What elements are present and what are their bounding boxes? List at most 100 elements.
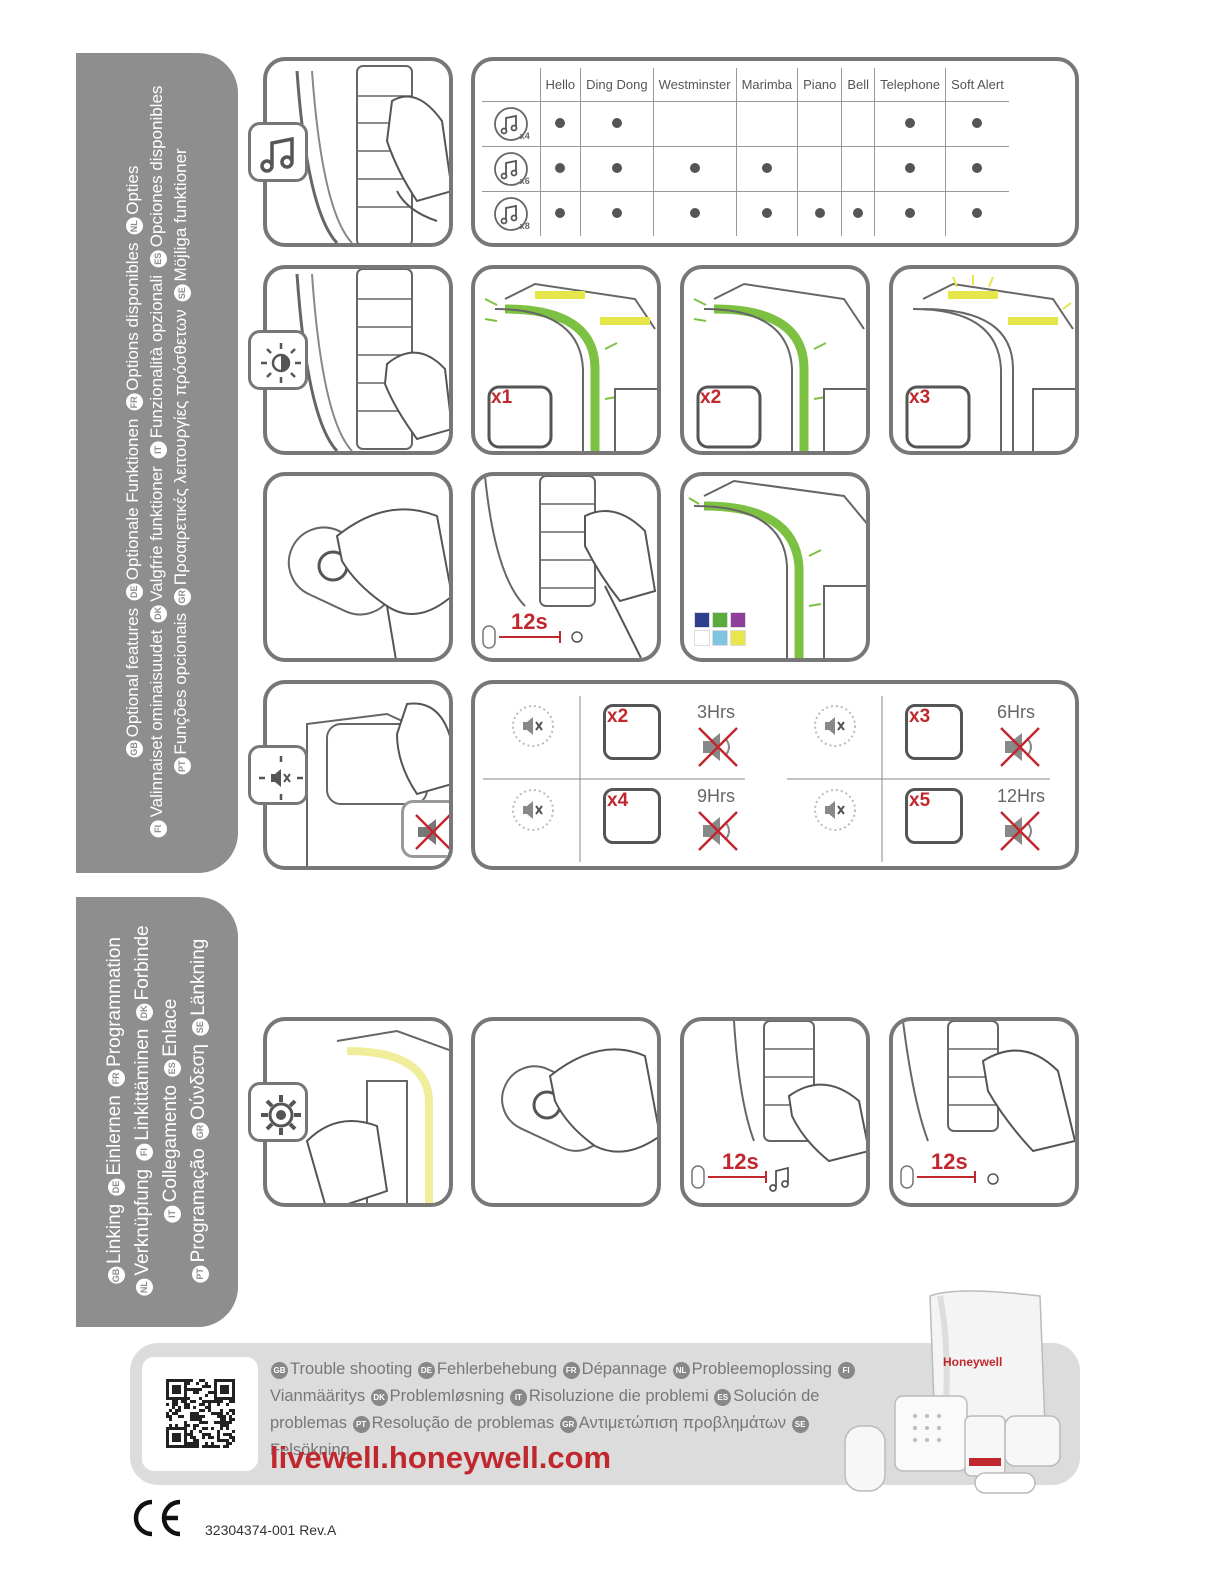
lang-badge: DK: [150, 604, 167, 622]
chime-glow-drawing: [484, 282, 657, 451]
lang-badge: PT: [352, 1416, 370, 1433]
linking-heading: GBLinking DEEinlernen FRProgrammation NL…: [101, 925, 213, 1298]
table-cell: [580, 190, 654, 236]
troubleshooting-label: Risoluzione die problemi: [528, 1387, 714, 1405]
color-swatch: [712, 630, 728, 646]
troubleshooting-label: Felsökning: [270, 1441, 350, 1459]
supported-dot: [689, 163, 700, 173]
mute-crossed-icon: [401, 800, 449, 858]
table-cell: [841, 100, 875, 146]
table-cell: [841, 145, 875, 191]
supported-dot: [611, 208, 622, 219]
chime-side-drawing: [295, 269, 449, 451]
supported-dot: [761, 163, 772, 173]
table-cell: [945, 190, 1009, 236]
lang-badge: DE: [417, 1362, 435, 1379]
supported-dot: [972, 208, 983, 219]
mute-duration-label: 9Hrs: [697, 786, 736, 806]
lang-badge: FR: [126, 393, 143, 411]
lang-badge: NL: [136, 1278, 153, 1296]
column-header: Marimba: [735, 68, 798, 101]
qr-code[interactable]: [142, 1357, 258, 1471]
mute-duration-label: 6Hrs: [997, 702, 1036, 722]
color-swatch: [694, 630, 710, 646]
press-count-label: x5: [909, 790, 931, 811]
repeat-multiplier: x6: [519, 175, 530, 186]
troubleshooting-label: Problemløsning: [389, 1387, 509, 1405]
table-cell: [797, 100, 842, 146]
table-cell: [874, 190, 946, 236]
supported-dot: [972, 163, 983, 173]
lang-badge: GR: [174, 588, 191, 606]
lang-badge: FR: [108, 1069, 125, 1087]
ce-mark: [128, 1497, 188, 1544]
supported-dot: [972, 118, 983, 128]
table-cell: [539, 100, 581, 146]
table-cell: [652, 145, 737, 191]
table-cell: [539, 145, 581, 191]
supported-dot: [611, 118, 622, 128]
lang-badge: FI: [136, 1143, 153, 1161]
table-cell: [945, 145, 1009, 191]
mute-duration-option: x4 9Hrs: [475, 768, 775, 852]
lang-badge: SE: [192, 1018, 209, 1036]
lang-badge: IT: [164, 1205, 181, 1223]
lang-badge: SE: [174, 284, 191, 302]
lang-badge: FI: [150, 820, 167, 838]
supported-dot: [905, 118, 916, 128]
table-cell: [797, 145, 842, 191]
lang-badge: GB: [108, 1266, 125, 1284]
table-header-row: Hello Ding Dong Westminster Marimba Pian…: [482, 68, 1009, 101]
table-cell: [539, 190, 581, 236]
press-button-thumb: [603, 788, 661, 844]
color-select-illustration: [680, 472, 870, 662]
brand-logo: Honeywell: [943, 1355, 1002, 1369]
table-cell: [735, 190, 798, 236]
lang-badge: DK: [136, 1003, 153, 1021]
repeat-multiplier: x8: [519, 220, 530, 231]
press-count-label: x3: [909, 706, 931, 727]
press-count-label: x2: [700, 387, 722, 408]
table-row: x8: [482, 190, 1009, 236]
bell-push-drawing: [501, 1048, 657, 1153]
color-swatch: [730, 630, 746, 646]
table-cell: [652, 190, 737, 236]
chime-side-drawing: [295, 65, 449, 243]
heading-line: GBOptional features DEOptionale Funktion…: [123, 165, 143, 758]
lang-badge: NL: [672, 1362, 690, 1379]
lang-badge: PT: [174, 757, 191, 775]
hold-duration-label: 12s: [931, 1149, 968, 1174]
table-cell: [841, 190, 875, 236]
lang-badge: SE: [791, 1416, 809, 1433]
optional-features-heading: GBOptional features DEOptionale Funktion…: [121, 86, 193, 841]
lang-badge: DE: [126, 583, 143, 601]
press-count-label: x4: [607, 790, 629, 811]
table-cell: [580, 100, 654, 146]
supported-dot: [689, 208, 700, 219]
troubleshooting-label: Dépannage: [581, 1360, 672, 1378]
supported-dot: [761, 208, 772, 219]
column-header: Hello: [539, 68, 581, 101]
table-row: x6: [482, 145, 1009, 191]
linking-hold-melody-illustration: 12s: [680, 1017, 870, 1207]
lang-badge: DE: [108, 1178, 125, 1196]
supported-dot: [905, 208, 916, 219]
music-note-icon: x4: [493, 106, 530, 142]
color-swatch-grid: [694, 612, 750, 646]
mute-duration-label: 3Hrs: [697, 702, 736, 722]
chime-side-drawing: [691, 1021, 866, 1192]
heading-line: ITCollegamento ESEnlace: [157, 925, 185, 1298]
troubleshooting-label: Probleemoplossing: [691, 1360, 837, 1378]
table-cell: [580, 145, 654, 191]
support-url-link[interactable]: livewell.honeywell.com: [270, 1440, 612, 1475]
table-cell: [735, 145, 798, 191]
table-cell: [945, 100, 1009, 146]
lang-badge: GR: [559, 1416, 577, 1433]
column-header: Piano: [797, 68, 842, 101]
table-cell: [874, 145, 946, 191]
table-cell: [797, 190, 842, 236]
mute-duration-option: x3 6Hrs: [777, 684, 1075, 768]
troubleshooting-label: Solución de problemas: [270, 1387, 820, 1432]
lang-badge: IT: [150, 441, 167, 459]
